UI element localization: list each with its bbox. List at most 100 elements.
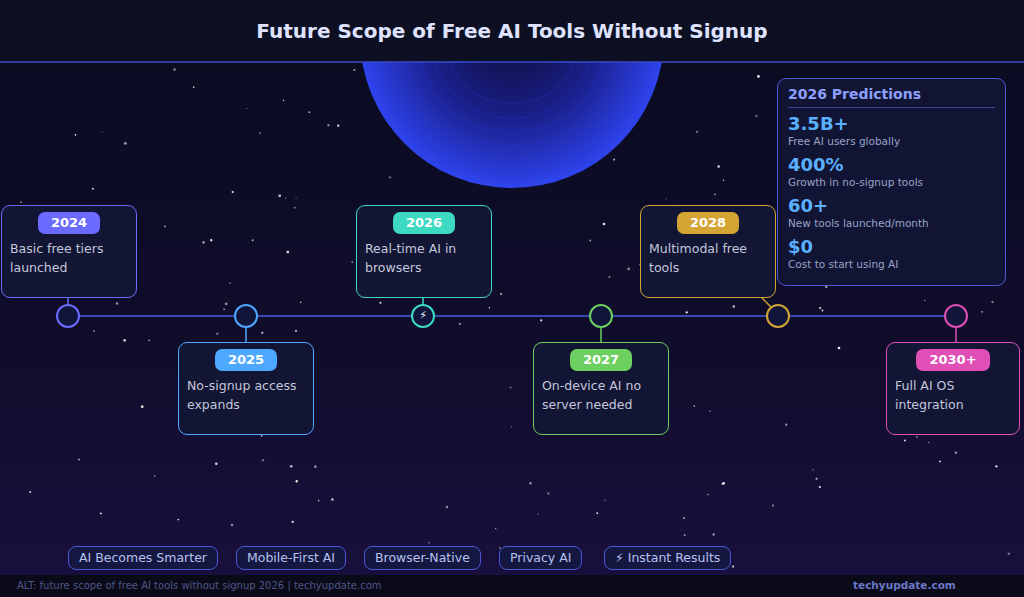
star [916,436,918,438]
year-badge: 2027 [570,349,632,371]
footer-alt-text: ALT: future scope of free AI tools witho… [17,579,382,592]
star [123,339,126,342]
milestone-box: 2027On-device AI no server needed [533,342,669,435]
milestone-text: Basic free tiers launched [10,239,128,277]
star [459,323,461,325]
stat-value: 400% [788,154,995,176]
star [232,191,234,193]
star [252,239,254,241]
feature-pill: Mobile-First AI [236,546,346,570]
star [154,475,155,476]
star [259,132,261,134]
star [604,499,606,501]
star [816,478,818,480]
page-title: Future Scope of Free AI Tools Without Si… [0,0,1024,62]
star [300,301,301,302]
star [210,239,212,241]
year-badge: 2024 [38,212,100,234]
star [609,276,611,278]
pill-text: Browser-Native [375,550,470,566]
year-badge: 2026 [393,212,455,234]
star [723,179,725,181]
star [116,302,118,304]
stat-value: 60+ [788,195,995,217]
star [93,330,95,332]
star [495,528,496,529]
footer-bar [0,575,1024,597]
star [1007,553,1010,556]
star [709,410,711,412]
stat-caption: Growth in no-signup tools [788,176,995,189]
title-rule [0,61,1024,63]
star [193,86,195,88]
star [757,75,760,78]
star [683,517,685,519]
star [223,308,225,310]
predictions-panel: 2026 Predictions3.5B+Free AI users globa… [777,78,1006,286]
star [684,534,686,536]
star [308,111,310,113]
star [141,405,144,408]
star [717,165,720,168]
star [314,465,317,468]
star [924,300,925,301]
feature-pill: ⚡ Instant Results [604,546,731,570]
star [102,131,103,132]
stat-caption: New tools launched/month [788,217,995,230]
star [540,319,542,321]
timeline-stubs [68,298,956,342]
star [124,142,127,145]
star [29,491,31,493]
feature-pill: Browser-Native [364,546,481,570]
star [589,240,591,242]
star [812,469,814,471]
star [627,268,630,271]
star [510,386,512,388]
star [613,158,615,160]
star [603,223,606,226]
star [755,115,757,117]
star [177,519,179,521]
panel-heading: 2026 Predictions [788,85,995,108]
pill-text: AI Becomes Smarter [79,550,207,566]
star [379,302,381,304]
footer-brand: techyupdate.com [853,579,956,592]
star [819,307,821,309]
star [20,201,22,203]
star [337,125,339,127]
star [148,339,150,341]
star [537,513,539,515]
milestone-text: Real-time AI in browsers [365,239,483,277]
star [164,226,166,228]
star [318,500,320,502]
star [295,330,297,332]
stat-caption: Cost to start using AI [788,258,995,271]
star [202,241,205,244]
feature-pill: Privacy AI [499,546,582,570]
milestone-box: 2030+Full AI OS integration [886,342,1020,435]
star [100,513,102,515]
star [261,332,263,334]
star [246,108,247,109]
star [331,498,333,500]
stat-caption: Free AI users globally [788,135,995,148]
title-bar [0,0,1024,62]
star [428,542,430,544]
star [295,197,296,198]
star [278,194,281,197]
timeline-icon: ⚡ [419,309,427,323]
star [292,521,294,523]
stat-value: $0 [788,236,995,258]
star [296,480,298,482]
star [991,301,993,303]
milestone-box: 2025No-signup access expands [178,342,314,435]
year-badge: 2025 [215,349,277,371]
star [511,426,512,427]
star [294,207,296,209]
star [838,347,841,350]
star [722,482,724,484]
star [216,332,219,335]
star [353,69,355,71]
star [225,303,228,306]
star [290,465,293,468]
